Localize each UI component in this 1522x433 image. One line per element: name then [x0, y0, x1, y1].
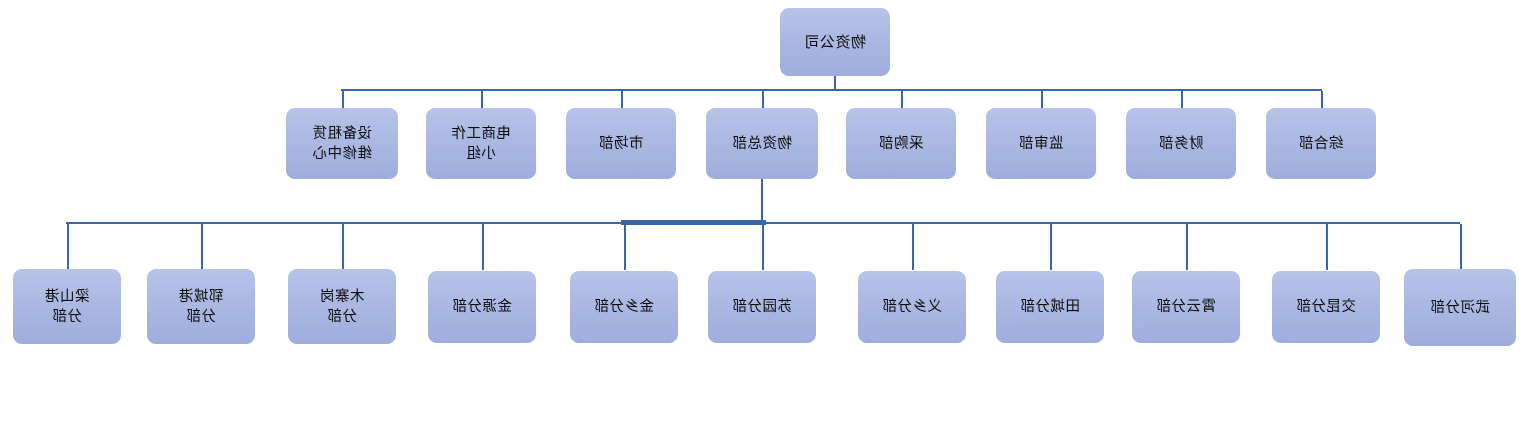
- org-node-level2-5[interactable]: 监审部: [986, 108, 1096, 179]
- org-node-level3-5[interactable]: 苏园分部: [708, 271, 816, 343]
- level3-drop-6: [912, 224, 914, 270]
- level2-drop-0: [342, 91, 344, 109]
- org-node-level3-9[interactable]: 交昆分部: [1272, 271, 1380, 343]
- level2-drop-1: [481, 91, 483, 109]
- org-node-level3-3[interactable]: 金源分部: [428, 271, 536, 343]
- org-node-root[interactable]: 物资公司: [780, 8, 890, 76]
- org-node-level2-2[interactable]: 市场部: [566, 108, 676, 179]
- org-node-level2-4-label: 采购部: [878, 135, 924, 152]
- org-node-level2-7-label: 综合部: [1298, 135, 1344, 152]
- org-node-level3-2-label: 木寨岗 分部: [319, 288, 365, 325]
- org-node-level2-1[interactable]: 电商工作 小组: [426, 108, 536, 179]
- level2-bus: [341, 89, 1322, 91]
- org-node-level3-0-label: 梁山港 分部: [44, 288, 90, 325]
- org-node-level2-0[interactable]: 设备租赁 维修中心: [286, 108, 398, 179]
- level3-drop-8: [1186, 224, 1188, 270]
- org-node-level3-0[interactable]: 梁山港 分部: [13, 269, 121, 344]
- level3-drop-5: [762, 224, 764, 270]
- org-node-level2-4[interactable]: 采购部: [846, 108, 956, 179]
- level2-drop-2: [621, 91, 623, 109]
- org-node-level3-1-label: 郓城港 分部: [178, 288, 224, 325]
- org-node-level2-2-label: 市场部: [598, 135, 644, 152]
- level3-drop-2: [342, 224, 344, 270]
- level3-bus-emphasis: [621, 220, 766, 225]
- org-node-level3-2[interactable]: 木寨岗 分部: [288, 269, 396, 344]
- org-node-level2-3-label: 物资总部: [732, 135, 792, 152]
- org-node-level2-3[interactable]: 物资总部: [706, 108, 818, 179]
- root-stem: [834, 76, 836, 89]
- org-node-level3-9-label: 交昆分部: [1296, 299, 1356, 315]
- level3-drop-0: [67, 224, 69, 270]
- total-stem: [761, 179, 763, 223]
- org-node-level3-3-label: 金源分部: [452, 299, 512, 315]
- org-node-level3-4-label: 金乡分部: [594, 299, 654, 315]
- level2-drop-5: [1041, 91, 1043, 109]
- level3-drop-7: [1050, 224, 1052, 270]
- org-node-level3-6-label: 义乡分部: [882, 299, 942, 315]
- org-node-level3-8[interactable]: 霄云分部: [1132, 271, 1240, 343]
- org-node-level3-1[interactable]: 郓城港 分部: [147, 269, 255, 344]
- org-node-root-label: 物资公司: [804, 32, 867, 51]
- org-node-level3-10-label: 武河分部: [1430, 299, 1490, 316]
- level2-drop-4: [901, 91, 903, 109]
- org-node-level3-10[interactable]: 武河分部: [1404, 269, 1516, 346]
- level3-drop-1: [201, 224, 203, 270]
- level3-drop-4: [624, 224, 626, 270]
- org-node-level2-7[interactable]: 综合部: [1266, 108, 1376, 179]
- org-node-level3-4[interactable]: 金乡分部: [570, 271, 678, 343]
- level3-drop-3: [482, 224, 484, 270]
- level3-drop-10: [1460, 224, 1462, 270]
- org-node-level3-5-label: 苏园分部: [732, 299, 792, 315]
- org-node-level2-6[interactable]: 财务部: [1126, 108, 1236, 179]
- level3-drop-9: [1326, 224, 1328, 270]
- level2-drop-7: [1321, 91, 1323, 109]
- level2-drop-3: [762, 91, 764, 109]
- org-node-level3-7-label: 田城分部: [1020, 299, 1080, 315]
- level2-drop-6: [1181, 91, 1183, 109]
- org-node-level3-8-label: 霄云分部: [1156, 299, 1216, 315]
- org-node-level3-7[interactable]: 田城分部: [996, 271, 1104, 343]
- org-node-level3-6[interactable]: 义乡分部: [858, 271, 966, 343]
- org-node-level2-6-label: 财务部: [1158, 135, 1204, 152]
- org-node-level2-5-label: 监审部: [1018, 135, 1064, 152]
- org-node-level2-0-label: 设备租赁 维修中心: [312, 125, 372, 162]
- org-node-level2-1-label: 电商工作 小组: [451, 125, 511, 162]
